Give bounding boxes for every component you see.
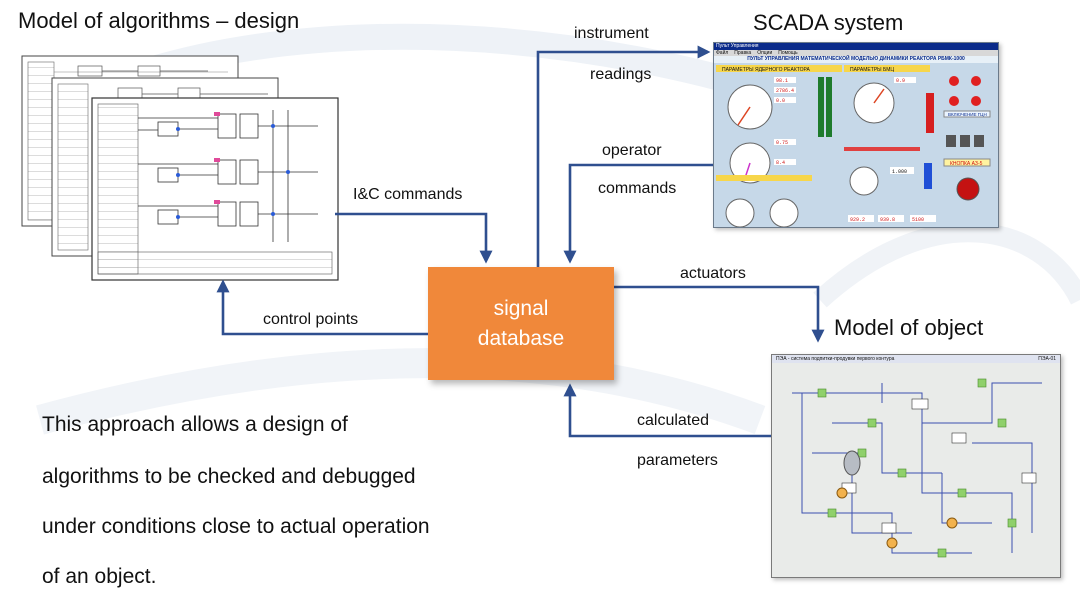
scada-header: ПУЛЬТ УПРАВЛЕНИЯ МАТЕМАТИЧЕСКОЙ МОДЕЛЬЮ … bbox=[714, 56, 998, 63]
description-line-3: under conditions close to actual operati… bbox=[42, 515, 430, 538]
label-parameters: parameters bbox=[637, 452, 718, 469]
description-line-2: algorithms to be checked and debugged bbox=[42, 465, 416, 488]
arrow-actuators bbox=[614, 285, 825, 343]
scada-button-az5[interactable]: КНОПКА АЗ-5 bbox=[950, 161, 983, 167]
signal-database-line1: signal bbox=[493, 296, 549, 320]
object-window-tag: ПЭА-01 bbox=[1038, 356, 1056, 362]
scada-readout-10: 5100 bbox=[912, 217, 924, 223]
arrow-instrument-readings bbox=[536, 45, 711, 267]
scada-gauge-power bbox=[727, 84, 773, 130]
label-calculated: calculated bbox=[637, 412, 710, 429]
object-model-window: ПЭА - система подпитки-продувки первого … bbox=[771, 354, 1061, 578]
object-window-title: ПЭА - система подпитки-продувки первого … bbox=[776, 356, 895, 362]
description-line-4: of an object. bbox=[42, 565, 157, 588]
object-window-header: ПЭА - система подпитки-продувки первого … bbox=[772, 355, 1060, 363]
label-control-points: control points bbox=[263, 311, 359, 328]
scada-menubar: Файл Правка Опции Помощь bbox=[714, 50, 998, 56]
label-instrument: instrument bbox=[574, 25, 649, 42]
scada-readout-5: 8.4 bbox=[776, 160, 785, 166]
label-commands: commands bbox=[598, 180, 677, 197]
description-line-1: This approach allows a design of bbox=[42, 413, 348, 436]
algorithms-title: Model of algorithms – design bbox=[18, 8, 300, 33]
scada-gauge-flow-3 bbox=[849, 166, 879, 196]
arrow-calculated-parameters bbox=[563, 383, 771, 438]
scada-readout-6: 0.9 bbox=[896, 78, 905, 84]
scada-readout-4: 0.75 bbox=[776, 140, 788, 146]
scada-menu-options[interactable]: Опции bbox=[757, 50, 773, 56]
signal-database-box: signal database bbox=[428, 267, 614, 380]
object-process-diagram bbox=[792, 378, 1042, 558]
scada-menu-help[interactable]: Помощь bbox=[778, 50, 798, 56]
scada-section-reactor: ПАРАМЕТРЫ ЯДЕРНОГО РЕАКТОРА bbox=[722, 67, 810, 73]
scada-readout-2: 2786.4 bbox=[776, 88, 794, 94]
scada-readout-7: 1.000 bbox=[892, 169, 907, 175]
scada-titlebar: Пульт Управления bbox=[714, 43, 998, 50]
signal-database-line2: database bbox=[477, 326, 565, 350]
scada-readout-1: 98.1 bbox=[776, 78, 788, 84]
label-readings: readings bbox=[590, 66, 652, 83]
algorithms-design-sheets bbox=[21, 55, 339, 281]
label-actuators: actuators bbox=[680, 265, 746, 282]
scada-readout-8: 929.2 bbox=[850, 217, 865, 223]
scada-gauge-pressure bbox=[853, 82, 895, 124]
scada-gauge-flow-1 bbox=[725, 198, 755, 227]
scada-readout-3: 0.0 bbox=[776, 98, 785, 104]
arrow-control-points bbox=[216, 279, 428, 336]
arrow-operator-commands bbox=[563, 163, 713, 264]
scada-section-bs: ПАРАМЕТРЫ БМЦ bbox=[850, 67, 894, 73]
scada-panel-graphics: ПАРАМЕТРЫ ЯДЕРНОГО РЕАКТОРА ПАРАМЕТРЫ БМ… bbox=[716, 65, 991, 227]
scada-gauge-flow-2 bbox=[769, 198, 799, 227]
scada-title: SCADA system bbox=[753, 10, 904, 35]
object-title: Model of object bbox=[834, 315, 984, 340]
label-ic-commands: I&C commands bbox=[353, 186, 463, 203]
scada-readout-9: 939.8 bbox=[880, 217, 895, 223]
scada-button-gcn[interactable]: ВКЛЮЧЕНИЕ ГЦН bbox=[948, 112, 987, 117]
scada-menu-file[interactable]: Файл bbox=[716, 50, 729, 56]
arrow-ic-commands bbox=[335, 212, 493, 264]
scada-window: Пульт Управления Файл Правка Опции Помощ… bbox=[713, 42, 999, 228]
design-sheet-front bbox=[91, 97, 339, 281]
scada-menu-edit[interactable]: Правка bbox=[734, 50, 752, 56]
label-operator: operator bbox=[602, 142, 662, 159]
